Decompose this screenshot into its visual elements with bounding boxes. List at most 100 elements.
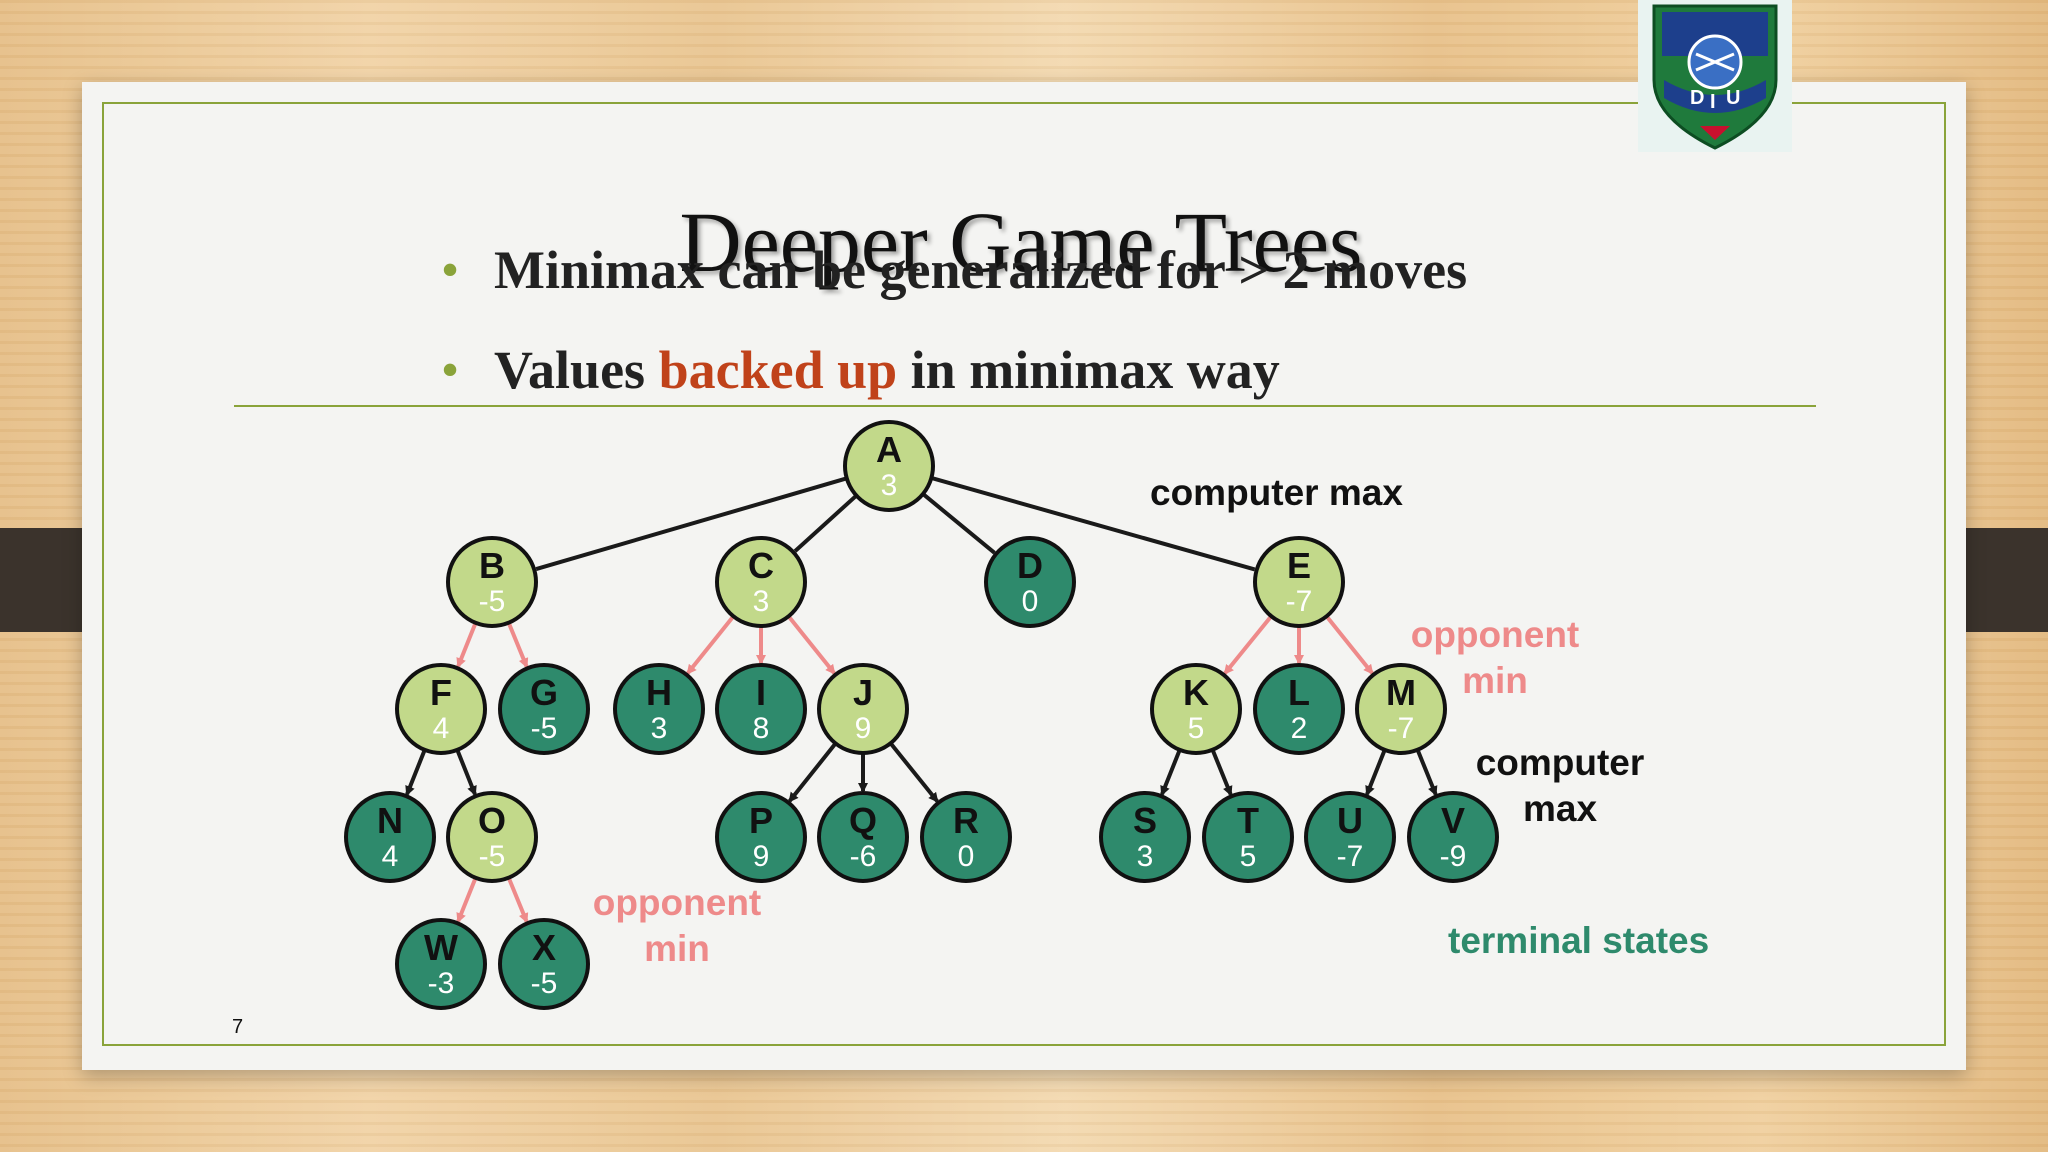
edges-layer [405,476,1438,924]
node-circle [613,663,705,755]
node-value-label: 3 [651,712,668,745]
edge-F-O [455,749,477,797]
node-W: W-3 [395,918,487,1010]
node-A: A3 [843,420,935,512]
node-circle [1355,663,1447,755]
node-value-label: 0 [958,840,975,873]
node-value-label: 5 [1188,712,1205,745]
slide-title: Deeper Game Trees [679,194,1363,290]
edge-J-P [788,742,838,803]
node-circle [344,791,436,883]
node-circle [395,663,487,755]
edge-A-D [921,492,996,555]
svg-text:U: U [1726,87,1740,109]
node-circle [715,536,807,628]
label-opponent-left-line1: opponent [592,882,762,923]
node-id-label: K [1183,672,1209,713]
nodes-layer: A3B-5C3D0E-7F4G-5H3I8J9K5L2M-7N4O-5P9Q-6… [344,420,1499,1010]
node-circle [1202,791,1294,883]
edge-M-U [1365,749,1387,797]
bullet-text: Minimax can be generalized for > 2 moves [494,240,1468,300]
node-id-label: E [1287,545,1311,586]
edge-B-F [456,622,478,669]
node-id-label: P [749,800,773,841]
node-id-label: C [748,545,774,586]
node-id-label: F [430,672,452,713]
node-id-label: J [853,672,873,713]
node-value-label: -7 [1337,840,1364,873]
node-O: O-5 [446,791,538,883]
node-id-label: L [1288,672,1310,713]
node-I: I8 [715,663,807,755]
node-circle [715,791,807,883]
label-computer-max-top: computer max [1150,472,1403,513]
edge-A-B [535,476,848,572]
edge-J-R [889,742,939,803]
node-value-label: 4 [382,840,399,873]
bullet-dot-icon: • [442,244,459,295]
node-id-label: I [756,672,766,713]
node-G: G-5 [498,663,590,755]
svg-text:D: D [1690,87,1704,109]
node-circle [920,791,1012,883]
node-P: P9 [715,791,807,883]
node-value-label: 2 [1291,712,1308,745]
node-circle [446,536,538,628]
node-circle [843,420,935,512]
node-D: D0 [984,536,1076,628]
node-value-label: 9 [753,840,770,873]
node-value-label: -9 [1440,840,1467,873]
node-id-label: A [876,429,902,470]
node-L: L2 [1253,663,1345,755]
node-circle [446,791,538,883]
bullet-item: • Minimax can be generalized for > 2 mov… [440,232,1467,332]
bullet-item: • Values backed up in minimax way [440,332,1467,432]
edge-O-X [506,876,529,924]
node-id-label: X [532,927,556,968]
node-circle [1253,536,1345,628]
node-value-label: -6 [850,840,877,873]
node-circle [1150,663,1242,755]
node-id-label: D [1017,545,1043,586]
label-computer-right-line1: computer [1475,742,1645,783]
node-value-label: 3 [753,585,770,618]
node-circle [1407,791,1499,883]
edge-K-T [1210,749,1233,797]
node-circle [1253,663,1345,755]
node-circle [817,791,909,883]
node-value-label: -5 [531,967,558,1000]
node-circle [984,536,1076,628]
edge-E-M [1324,615,1374,675]
node-id-label: V [1441,800,1465,841]
node-E: E-7 [1253,536,1345,628]
node-V: V-9 [1407,791,1499,883]
node-circle [498,663,590,755]
edge-M-V [1415,749,1438,797]
node-id-label: T [1237,800,1259,841]
node-circle [1099,791,1191,883]
node-N: N4 [344,791,436,883]
node-K: K5 [1150,663,1242,755]
edge-A-C [793,494,858,553]
university-logo: D I U [1638,0,1792,152]
node-id-label: S [1133,800,1157,841]
edge-E-K [1223,614,1273,675]
node-value-label: 8 [753,712,770,745]
diu-shield-icon: D I U [1652,4,1778,150]
node-id-label: U [1337,800,1363,841]
node-value-label: -7 [1388,712,1415,745]
node-value-label: 5 [1240,840,1257,873]
edge-F-N [405,749,427,797]
bullet-dot-icon: • [442,344,459,395]
node-M: M-7 [1355,663,1447,755]
node-F: F4 [395,663,487,755]
edge-C-H [686,615,736,675]
node-value-label: -5 [479,840,506,873]
title-divider [234,405,1816,407]
node-circle [715,663,807,755]
node-id-label: G [530,672,558,713]
node-value-label: -3 [428,967,455,1000]
bullet-text: Values [494,340,659,400]
label-terminal-states: terminal states [1448,920,1710,961]
node-value-label: -5 [531,712,558,745]
